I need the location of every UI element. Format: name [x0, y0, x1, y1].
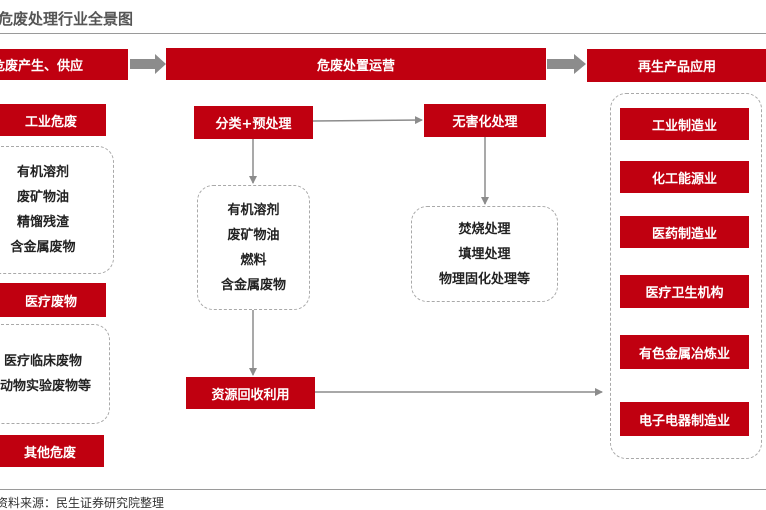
- list-item: 动物实验废物等: [0, 379, 92, 394]
- source-other-label: 其他危废: [23, 445, 76, 461]
- header-recycled-application-label: 再生产品应用: [637, 60, 716, 75]
- header-produce-supply-label: 危废产生、供应: [0, 59, 84, 74]
- list-item: 填埋处理: [458, 246, 511, 262]
- medical-items-box: [0, 324, 110, 424]
- list-item: 含金属废物: [10, 240, 76, 255]
- list-item: 焚烧处理: [458, 221, 511, 237]
- list-item: 废矿物油: [227, 227, 280, 243]
- application-label: 医药制造业: [651, 226, 717, 242]
- top-divider: [0, 33, 766, 34]
- pretreatment-items-list: 有机溶剂 废矿物油 燃料 含金属废物: [197, 185, 310, 310]
- source-industrial-label: 工业危废: [24, 114, 77, 130]
- industrial-items-list: 有机溶剂 废矿物油 精馏残渣 含金属废物: [0, 146, 86, 274]
- header-arrow-1: [130, 54, 166, 74]
- application-item: 医疗卫生机构: [620, 275, 749, 308]
- medical-items-list: 医疗临床废物 动物实验废物等: [0, 324, 108, 424]
- header-arrow-2: [547, 54, 586, 74]
- harmless-items-list: 焚烧处理 填埋处理 物理固化处理等: [411, 206, 558, 302]
- process-harmless: 无害化处理: [424, 104, 546, 137]
- process-recycling: 资源回收利用: [186, 377, 315, 409]
- process-pretreatment: 分类+预处理: [194, 106, 313, 139]
- source-industrial: 工业危废: [0, 104, 106, 136]
- application-label: 化工能源业: [651, 171, 717, 187]
- header-produce-supply: 危废产生、供应: [0, 49, 128, 80]
- arrow-pre-to-harmless: [312, 116, 423, 125]
- application-item: 医药制造业: [620, 216, 749, 248]
- process-pretreatment-label: 分类+预处理: [215, 117, 292, 132]
- application-label: 电子电器制造业: [638, 413, 730, 429]
- source-other: 其他危废: [0, 435, 104, 467]
- header-recycled-application: 再生产品应用: [587, 49, 766, 82]
- application-item: 有色金属冶炼业: [620, 335, 749, 369]
- process-harmless-label: 无害化处理: [452, 115, 518, 130]
- page-title: 危废处理行业全景图: [0, 10, 134, 28]
- list-item: 医疗临床废物: [4, 354, 83, 369]
- application-item: 工业制造业: [620, 108, 749, 140]
- source-medical-label: 医疗废物: [24, 294, 77, 310]
- harmless-items-box: [411, 206, 558, 302]
- application-label: 有色金属冶炼业: [638, 346, 730, 362]
- application-item: 化工能源业: [620, 161, 749, 193]
- source-medical: 医疗废物: [0, 283, 106, 317]
- process-recycling-label: 资源回收利用: [211, 387, 290, 403]
- list-item: 有机溶剂: [227, 202, 280, 218]
- source-note: 资料来源：民生证券研究院整理: [0, 496, 165, 510]
- list-item: 废矿物油: [16, 190, 69, 205]
- list-item: 有机溶剂: [16, 165, 69, 180]
- list-item: 含金属废物: [220, 277, 286, 293]
- list-item: 物理固化处理等: [438, 271, 530, 287]
- list-item: 精馏残渣: [16, 215, 69, 230]
- application-item: 电子电器制造业: [620, 402, 749, 436]
- industrial-items-box: [0, 146, 114, 274]
- list-item: 燃料: [240, 252, 267, 268]
- application-label: 工业制造业: [651, 118, 717, 134]
- pretreatment-items-box: [197, 185, 310, 310]
- header-disposal-operation-label: 危废处置运营: [316, 58, 395, 74]
- bottom-divider: [0, 489, 766, 490]
- application-label: 医疗卫生机构: [645, 286, 724, 301]
- header-disposal-operation: 危废处置运营: [166, 48, 546, 80]
